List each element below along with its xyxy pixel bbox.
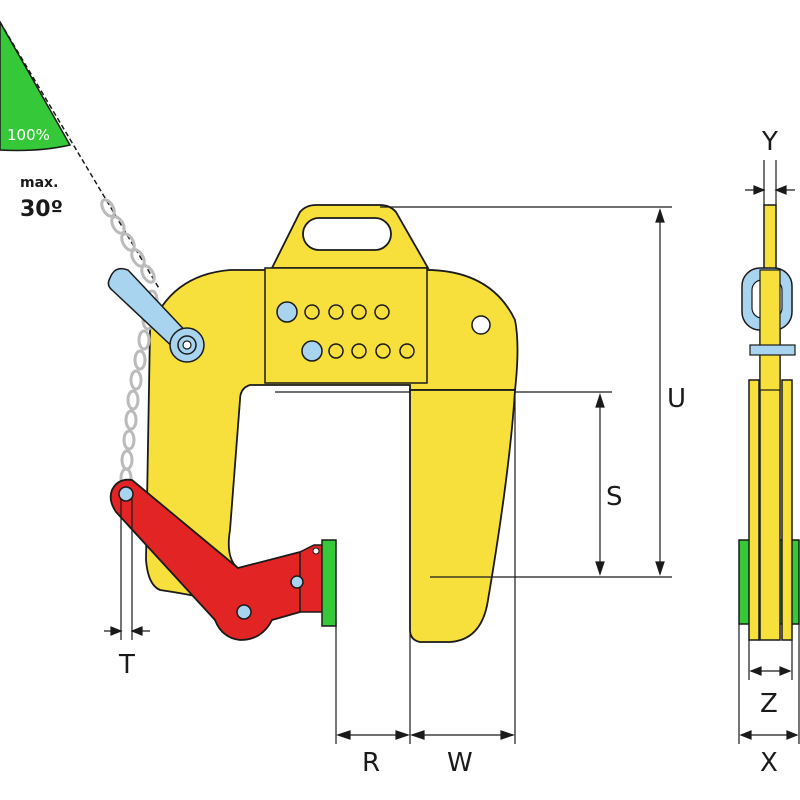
dim-label-y: Y (761, 127, 778, 157)
release-lever (107, 267, 205, 363)
center-plate (264, 267, 428, 384)
jaw-pin-main (236, 604, 252, 620)
side-plate-left (748, 379, 760, 641)
dim-label-u: U (667, 384, 686, 414)
adjust-hole (328, 343, 344, 359)
adjust-hole (399, 343, 415, 359)
clamp-body (145, 204, 519, 643)
lifting-eye (302, 217, 392, 251)
adjust-hole (304, 304, 320, 320)
dimensions-side (738, 160, 800, 744)
clamp-pad (321, 539, 337, 627)
adjust-hole-bottom-blue (301, 340, 323, 362)
jaw-pin-small (312, 547, 320, 555)
side-view (738, 204, 800, 641)
max-label: max. (20, 175, 58, 191)
side-core (759, 269, 781, 391)
adjust-hole (375, 343, 391, 359)
lever-bolt-center (182, 340, 192, 350)
dim-label-t: T (118, 650, 135, 680)
adjust-hole (328, 304, 344, 320)
pivot-hole-white (471, 315, 491, 335)
adjust-hole-top-blue (276, 301, 298, 323)
percent-label: 100% (7, 126, 50, 144)
adjust-hole (351, 343, 367, 359)
load-sector (0, 20, 72, 152)
dim-label-s: S (606, 482, 623, 512)
fixed-jaw (409, 389, 516, 643)
jaw-pin-top (118, 486, 134, 502)
side-plate-right (781, 379, 793, 641)
adjust-hole (374, 304, 390, 320)
angle-label: 30º (20, 197, 63, 222)
dim-label-w: W (447, 748, 473, 778)
adjust-hole (351, 304, 367, 320)
clamp-jaw-linkage (109, 478, 323, 641)
side-pin (749, 344, 796, 356)
dim-label-x: X (760, 748, 778, 778)
jaw-pin-front (290, 575, 304, 589)
dim-label-r: R (362, 748, 380, 778)
dimensions-front (104, 206, 672, 744)
dim-label-z: Z (760, 689, 778, 719)
jaw-bracket (299, 544, 323, 613)
